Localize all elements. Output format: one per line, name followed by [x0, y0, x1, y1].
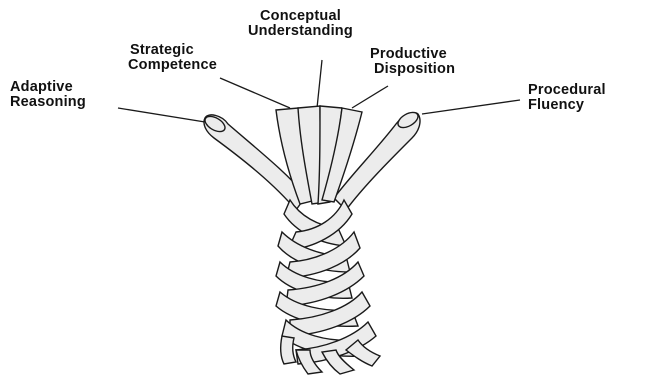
label-strategic-line1: Strategic — [128, 43, 217, 58]
label-procedural-line1: Procedural — [528, 83, 606, 98]
leader-line-adaptive — [118, 108, 205, 122]
label-productive-line1: Productive — [370, 47, 455, 62]
label-strategic-line2: Competence — [128, 58, 217, 73]
rope-strands-upper — [202, 106, 420, 210]
leader-line-conceptual — [317, 60, 322, 108]
rope-braid-lower — [276, 200, 380, 374]
label-conceptual-line1: Conceptual — [248, 9, 353, 24]
label-strategic-competence: Strategic Competence — [128, 43, 217, 73]
label-adaptive-reasoning: Adaptive Reasoning — [10, 80, 86, 110]
label-productive-disposition: Productive Disposition — [370, 47, 455, 77]
label-conceptual-understanding: Conceptual Understanding — [248, 9, 353, 39]
label-adaptive-line1: Adaptive — [10, 80, 86, 95]
leader-line-procedural — [422, 100, 520, 114]
label-procedural-fluency: Procedural Fluency — [528, 83, 606, 113]
label-adaptive-line2: Reasoning — [10, 95, 86, 110]
label-conceptual-line2: Understanding — [248, 24, 353, 39]
label-procedural-line2: Fluency — [528, 98, 606, 113]
label-productive-line2: Disposition — [370, 62, 455, 77]
leader-line-productive — [352, 86, 388, 108]
leader-line-strategic — [220, 78, 290, 108]
